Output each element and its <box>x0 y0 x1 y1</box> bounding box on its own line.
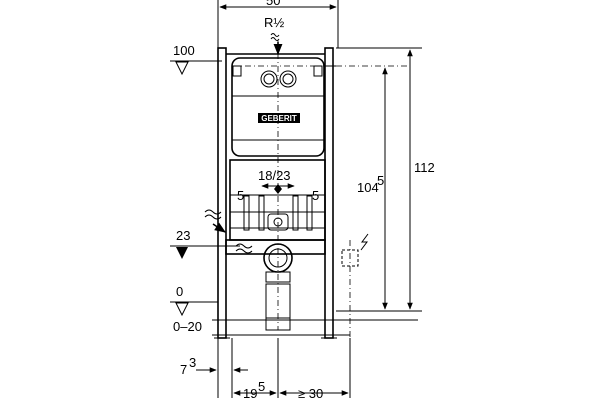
label-depth-sup: 5 <box>258 379 265 394</box>
label-flush-spacing: 18/23 <box>258 168 291 183</box>
level-100: 100 <box>170 43 222 76</box>
waste-pipe <box>265 283 291 331</box>
flush-pipe-connector <box>267 213 289 231</box>
label-depth: 19 <box>243 386 257 400</box>
label-flush-offset-right: 5 <box>312 188 319 203</box>
label-bottom-offset-left-sup: 3 <box>189 355 196 370</box>
label-bottom-offset-left: 7 <box>180 362 187 377</box>
installation-frame <box>204 40 410 339</box>
dimension-depth: 19 5 <box>233 338 279 400</box>
label-floor-range: 0–20 <box>173 319 202 334</box>
frame-right-leg <box>324 47 334 339</box>
label-total-height: 112 <box>414 160 435 175</box>
label-level-floor: 0 <box>176 284 183 299</box>
dimension-frame-height: 104 5 <box>357 67 388 310</box>
water-supply-marker: R½ <box>264 15 284 56</box>
svg-text:GEBERIT: GEBERIT <box>261 114 297 123</box>
dimension-total-height: 112 <box>336 47 435 312</box>
label-top-width: 50 <box>266 0 280 8</box>
mounting-studs <box>243 195 313 231</box>
label-level-top: 100 <box>173 43 195 58</box>
label-wall-clearance: ≥ 30 <box>298 386 323 400</box>
flush-button-left <box>260 70 278 88</box>
label-flush-offset-left: 5 <box>237 188 244 203</box>
level-23: 23 <box>170 228 240 259</box>
frame-left-leg <box>217 47 227 339</box>
flush-button-right <box>279 70 297 88</box>
geberit-logo: GEBERIT <box>258 113 300 123</box>
label-supply: R½ <box>264 15 284 30</box>
dimension-bottom-offset-left: 7 3 <box>180 338 248 398</box>
dimension-top-width: 50 <box>217 0 339 48</box>
label-frame-height-sup: 5 <box>377 173 384 188</box>
frame-crossbar <box>225 239 326 255</box>
floor-range: 0–20 <box>173 319 418 336</box>
electrical-connection-icon <box>341 233 369 340</box>
dimension-flush-spacing: 18/23 5 5 <box>237 168 319 203</box>
label-level-drain: 23 <box>176 228 190 243</box>
level-0: 0 <box>170 284 218 317</box>
label-frame-height: 104 <box>357 180 379 195</box>
dimension-wall-clearance: ≥ 30 <box>279 338 351 400</box>
